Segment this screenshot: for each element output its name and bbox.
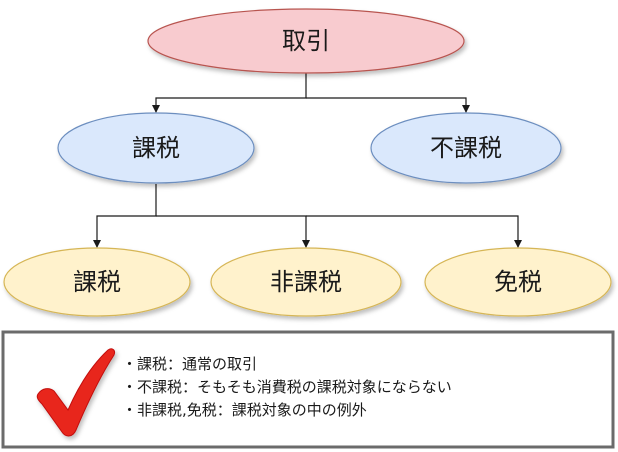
legend-box: ・課税：通常の取引 ・不課税：そもそも消費税の課税対象にならない ・非課税,免税… bbox=[1, 330, 615, 449]
node-tax-exempt bbox=[424, 247, 612, 317]
node-non-taxable-object bbox=[370, 112, 562, 184]
node-taxable-label: 課税 bbox=[132, 134, 180, 162]
checkmark-icon bbox=[36, 348, 115, 437]
node-tax-exempt-non-label: 非課税 bbox=[270, 268, 342, 296]
node-non-taxable-object-shape bbox=[370, 112, 562, 184]
node-taxable-shape bbox=[57, 112, 255, 184]
node-tax-exempt-shape bbox=[424, 247, 612, 317]
legend-frame bbox=[1, 330, 615, 449]
node-taxable bbox=[57, 112, 255, 184]
edge-taxable-to-taxable-leaf bbox=[93, 184, 157, 248]
node-root-shape bbox=[147, 8, 465, 74]
node-non-taxable-object-label: 不課税 bbox=[430, 134, 502, 162]
edge-taxable-to-tax-exempt-non bbox=[156, 215, 310, 248]
legend-line-1: ・課税：通常の取引 bbox=[122, 355, 257, 373]
legend-line-3: ・非課税,免税：課税対象の中の例外 bbox=[122, 401, 367, 419]
edge-root-to-non-taxable-object bbox=[306, 97, 470, 113]
node-tax-exempt-label: 免税 bbox=[494, 268, 542, 296]
node-tax-exempt-non-shape bbox=[210, 247, 402, 317]
node-taxable-leaf-shape bbox=[3, 247, 191, 317]
node-root bbox=[147, 8, 465, 74]
node-taxable-leaf-label: 課税 bbox=[73, 268, 121, 296]
legend-line-2: ・不課税：そもそも消費税の課税対象にならない bbox=[122, 378, 452, 396]
edge-root-to-taxable bbox=[152, 72, 307, 113]
node-tax-exempt-non bbox=[210, 247, 402, 317]
connectors bbox=[93, 72, 522, 248]
node-taxable-leaf bbox=[3, 247, 191, 317]
edge-taxable-to-tax-exempt bbox=[306, 215, 522, 248]
node-root-label: 取引 bbox=[282, 27, 330, 55]
